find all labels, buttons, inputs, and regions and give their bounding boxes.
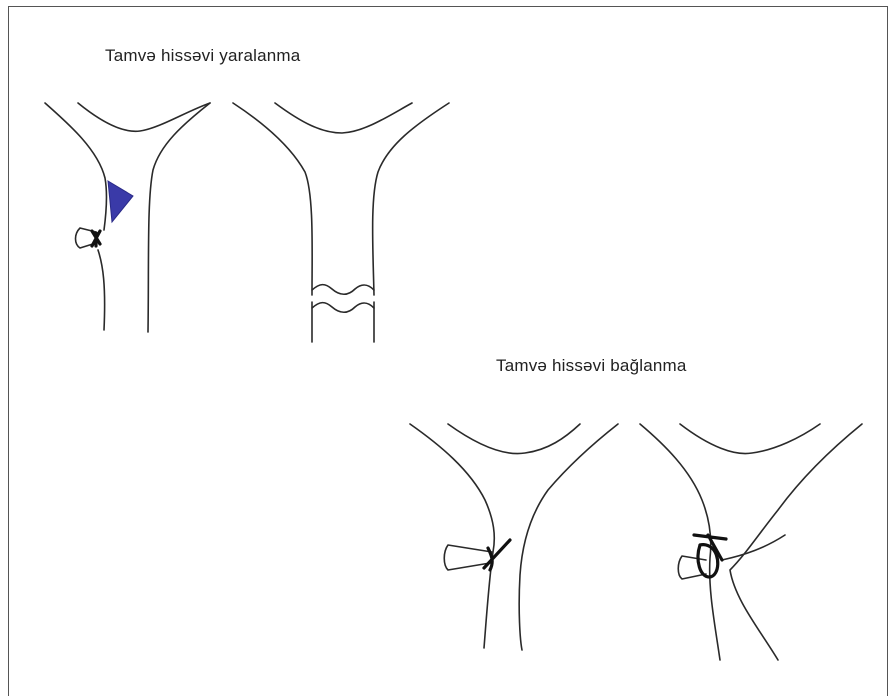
cut-edge-lower [312, 303, 374, 313]
duct-inner-v [78, 103, 210, 131]
figure-ligation-a [410, 424, 618, 650]
duct-inner-v [448, 424, 580, 454]
cut-edge-upper [312, 285, 374, 295]
duct-left-arm [640, 424, 720, 660]
duct-right-arm [730, 424, 862, 660]
ligature [484, 540, 510, 570]
duct-right-arm [373, 103, 449, 295]
duct-right-wall [148, 103, 210, 332]
cystic-duct [678, 556, 706, 579]
figure-partial-injury [45, 103, 210, 332]
duct-right-inner [722, 535, 785, 560]
figure-ligation-b [640, 424, 862, 660]
figure-transection [233, 103, 449, 342]
duct-left-arm [233, 103, 312, 295]
duct-left-branch [45, 103, 107, 230]
duct-inner-v [680, 424, 820, 454]
duct-left-lower [98, 250, 105, 330]
injury-mark [108, 181, 133, 222]
duct-left-arm [410, 424, 494, 648]
clip-mark [92, 231, 100, 246]
duct-inner-v [275, 103, 412, 133]
duct-right-arm [519, 424, 618, 650]
